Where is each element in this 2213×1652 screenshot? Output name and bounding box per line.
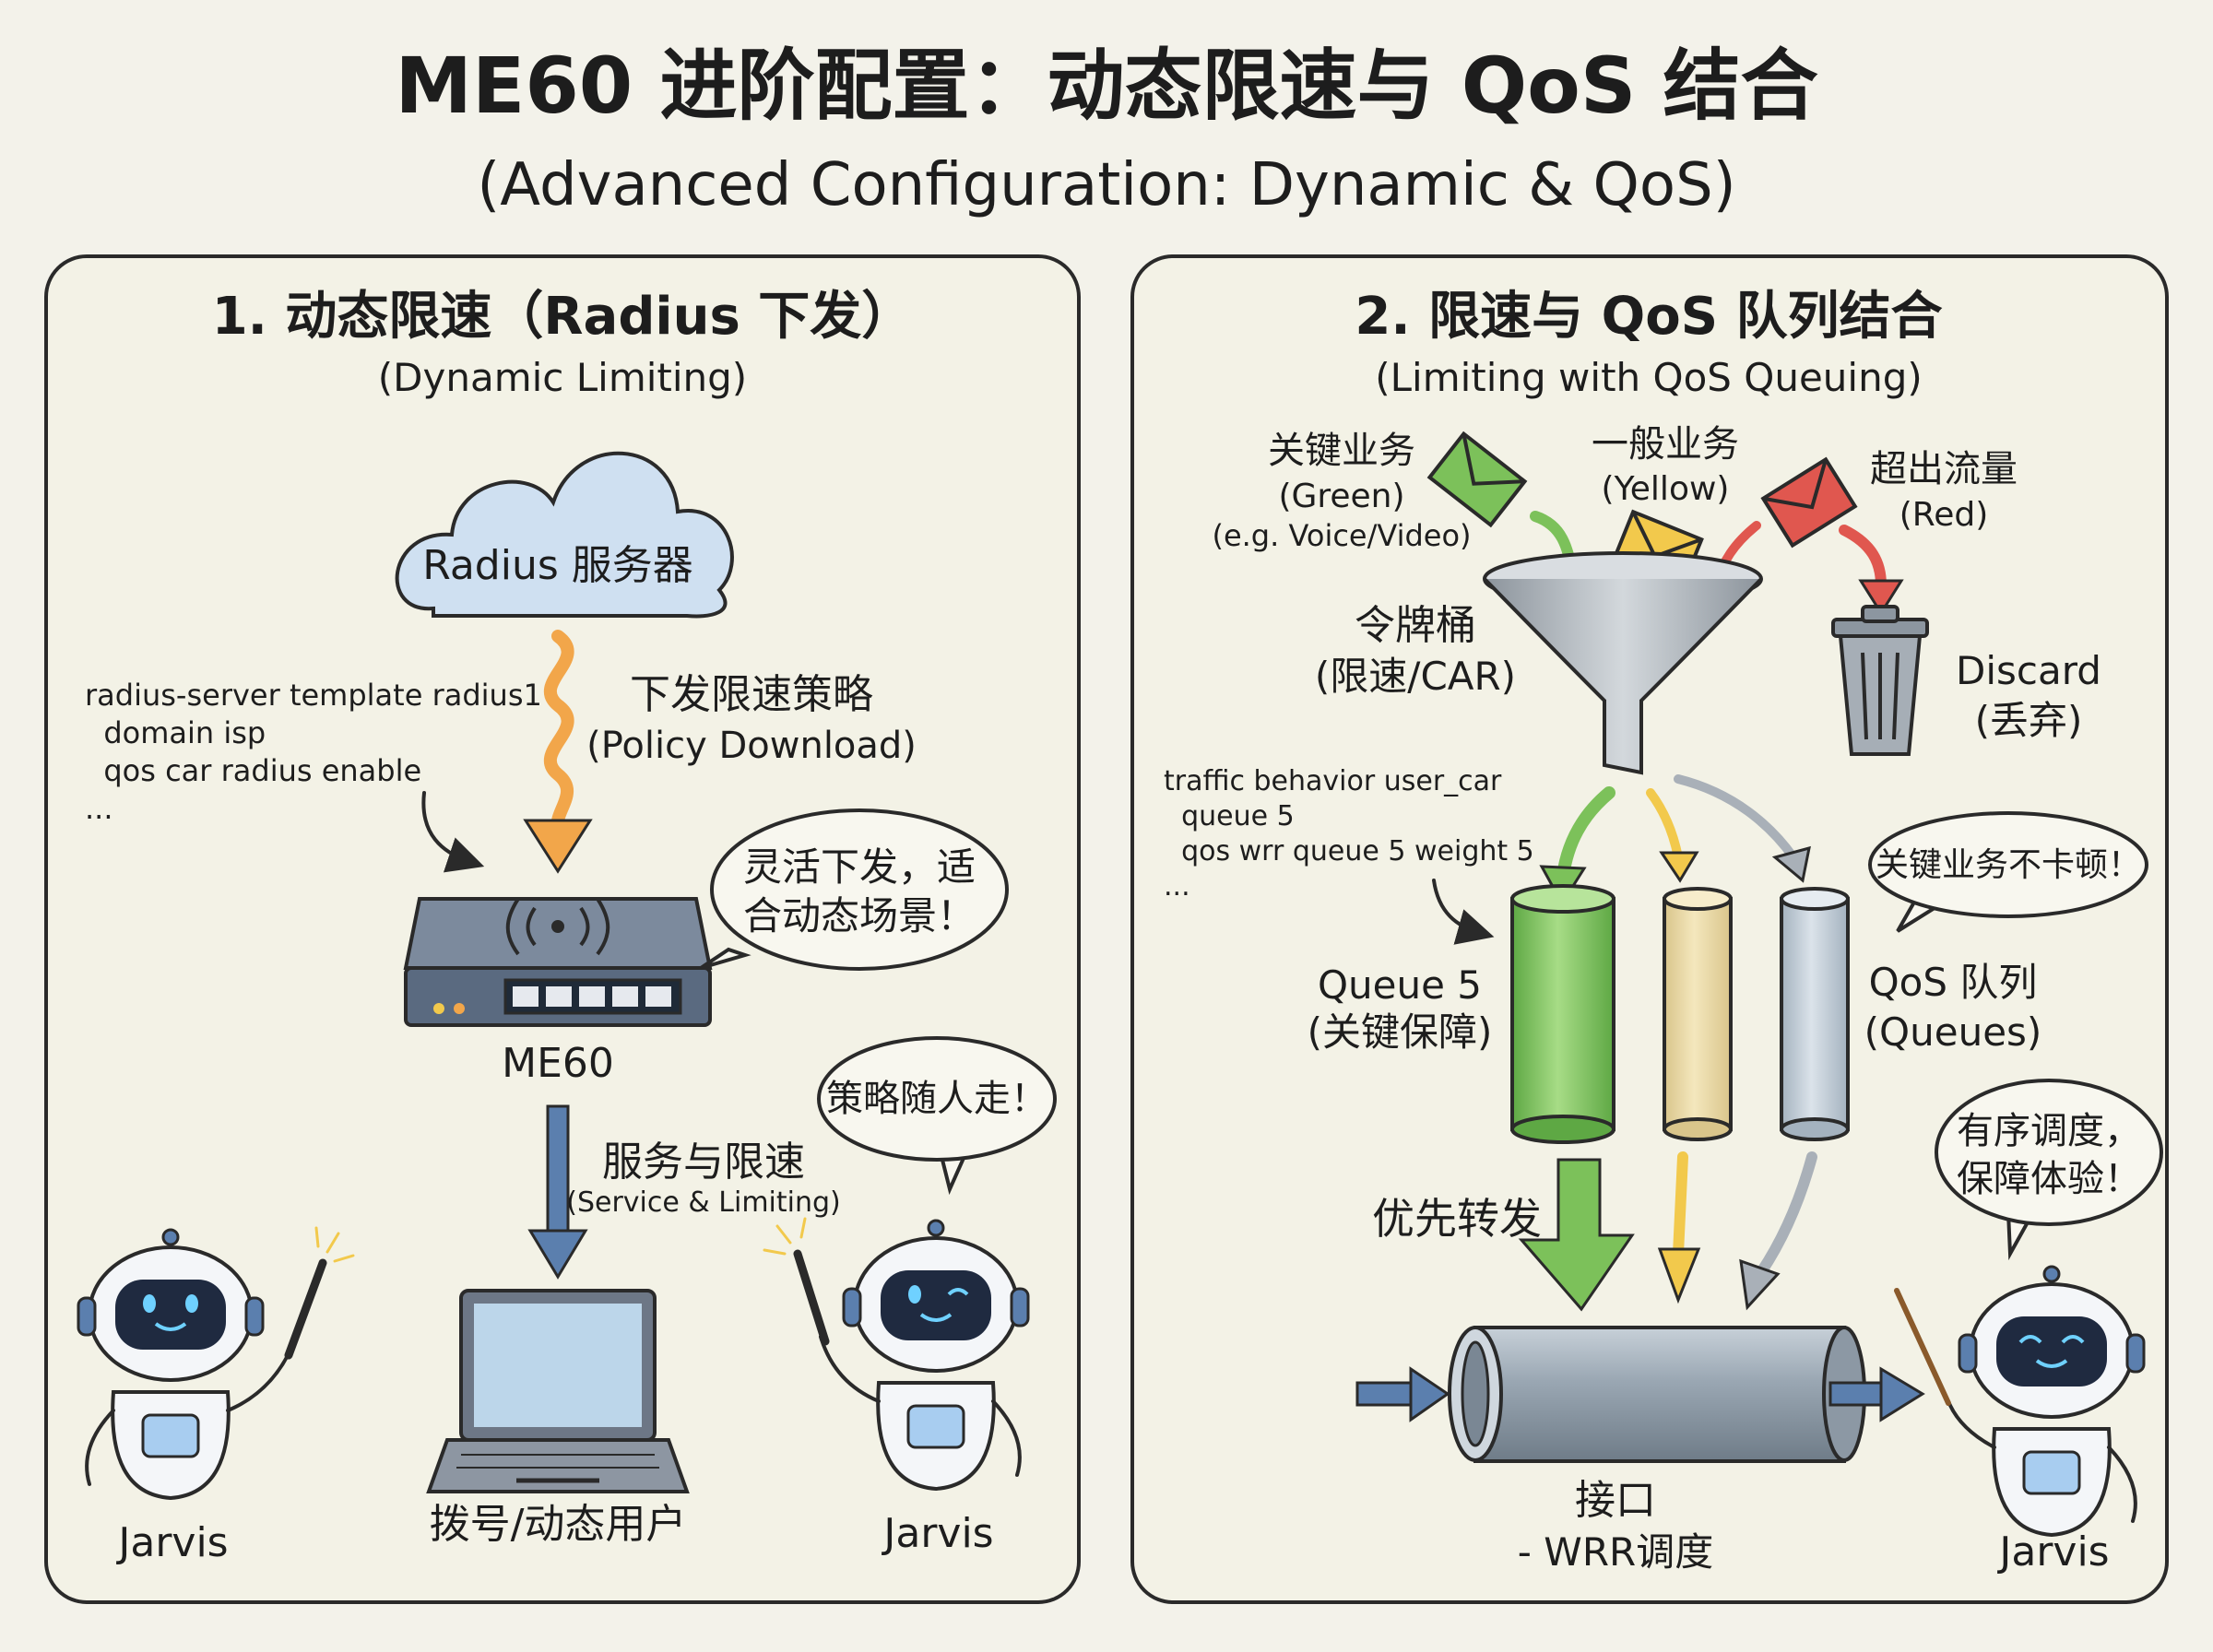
- pipe-out-arrow: [1828, 1366, 1925, 1422]
- bubble-policy-text: 策略随人走！: [826, 1078, 1047, 1120]
- policy-label-cn: 下发限速策略: [630, 671, 873, 718]
- me60-router: [403, 897, 713, 1027]
- radius-server-cloud: Radius 服务器: [395, 451, 734, 619]
- queue-yellow-cylinder: [1663, 887, 1733, 1141]
- service-label-cn: 服务与限速: [602, 1139, 805, 1186]
- discard-label-en: Discard: [1956, 648, 2101, 693]
- bubble-order-line-2: 保障体验！: [1957, 1158, 2141, 1200]
- priority-green-arrow: [1518, 1158, 1635, 1312]
- speech-bubble-order: 有序调度， 保障体验！: [1935, 1079, 2163, 1261]
- service-label-en: (Service & Limiting): [566, 1186, 841, 1219]
- right-config-line-2: queue 5: [1164, 800, 1295, 832]
- laptop-label: 拨号/动态用户: [430, 1501, 687, 1548]
- left-config-line-4: ...: [85, 791, 113, 826]
- speech-bubble-policy: 策略随人走！: [817, 1036, 1057, 1196]
- left-config-line-1: radius-server template radius1: [85, 678, 542, 713]
- yellow-traffic-label-en: (Yellow): [1602, 470, 1730, 508]
- service-arrow: [527, 1104, 588, 1280]
- queue5-label-sub: (关键保障): [1308, 1009, 1493, 1055]
- robot-right-name: Jarvis: [1996, 1528, 2109, 1575]
- bubble-no-lag-text: 关键业务不卡顿！: [1876, 846, 2141, 884]
- red-traffic-label-en: (Red): [1899, 496, 1989, 534]
- left-config-snippet: radius-server template radius1 domain is…: [85, 678, 542, 873]
- green-envelope-icon: [1426, 431, 1528, 528]
- policy-download-arrow: [523, 630, 593, 874]
- robot-jarvis-right: [1894, 1265, 2146, 1538]
- wifi-icon: [505, 897, 610, 956]
- right-config-line-4: ...: [1164, 870, 1190, 903]
- red-traffic-label-cn: 超出流量: [1870, 448, 2018, 490]
- green-out-arrow: [1556, 786, 1615, 882]
- page-subtitle: (Advanced Configuration: Dynamic & QoS): [477, 151, 1735, 219]
- interface-label: 接口: [1575, 1477, 1656, 1524]
- policy-label-en: (Policy Download): [586, 725, 917, 767]
- funnel-label-cn: 令牌桶: [1355, 602, 1476, 649]
- token-bucket-funnel: [1483, 551, 1763, 775]
- robot-middle-name: Jarvis: [881, 1510, 993, 1557]
- robot-left-name: Jarvis: [115, 1519, 228, 1566]
- right-config-line-3: qos wrr queue 5 weight 5: [1164, 835, 1534, 867]
- funnel-label-en: (限速/CAR): [1315, 654, 1516, 699]
- right-panel-heading: 2. 限速与 QoS 队列结合: [1355, 287, 1942, 347]
- queue-grey-cylinder: [1780, 887, 1850, 1141]
- left-config-line-3: qos car radius enable: [85, 753, 421, 788]
- speech-bubble-flexible: 灵活下发，适 合动态场景！: [699, 808, 1009, 971]
- bubble-order-line-1: 有序调度，: [1957, 1110, 2141, 1152]
- grey-out-arrow: [1674, 774, 1798, 862]
- interface-pipe: [1448, 1326, 1866, 1463]
- robot-jarvis-left: [77, 1226, 355, 1501]
- right-config-snippet: traffic behavior user_car queue 5 qos wr…: [1164, 765, 1534, 945]
- red-discard-arrow: [1839, 525, 1887, 591]
- interface-label-sub: - WRR调度: [1518, 1529, 1713, 1575]
- speech-bubble-no-lag: 关键业务不卡顿！: [1868, 811, 2148, 933]
- laptop-icon: [426, 1289, 690, 1493]
- green-traffic-example: (e.g. Voice/Video): [1212, 518, 1471, 553]
- red-envelope-icon: [1760, 456, 1858, 549]
- priority-yellow-arrow: [1673, 1151, 1688, 1259]
- router-label: ME60: [502, 1040, 614, 1087]
- priority-grey-arrow: [1756, 1151, 1817, 1278]
- bubble-flexible-line-2: 合动态场景！: [743, 893, 976, 938]
- green-traffic-label-cn: 关键业务: [1268, 430, 1415, 472]
- queue5-label: Queue 5: [1318, 962, 1482, 1008]
- right-config-line-1: traffic behavior user_car: [1164, 765, 1502, 797]
- priority-label: 优先转发: [1372, 1194, 1542, 1244]
- qos-queues-label-sub: (Queues): [1864, 1009, 2042, 1055]
- left-panel: 1. 动态限速（Radius 下发） (Dynamic Limiting) Ra…: [44, 254, 1081, 1604]
- left-config-line-2: domain isp: [85, 715, 266, 750]
- right-panel: 2. 限速与 QoS 队列结合 (Limiting with QoS Queui…: [1130, 254, 2169, 1604]
- page-title: ME60 进阶配置：动态限速与 QoS 结合: [395, 41, 1817, 131]
- left-panel-heading: 1. 动态限速（Radius 下发）: [212, 287, 914, 347]
- yellow-traffic-label-cn: 一般业务: [1592, 423, 1739, 466]
- cloud-label: Radius 服务器: [422, 542, 693, 589]
- trash-icon: [1831, 605, 1929, 756]
- qos-queues-label: QoS 队列: [1869, 960, 2038, 1005]
- pipe-in-arrow: [1355, 1366, 1450, 1422]
- router-ports: [503, 978, 682, 1015]
- right-panel-subheading: (Limiting with QoS Queuing): [1375, 355, 1923, 400]
- bubble-flexible-line-1: 灵活下发，适: [743, 844, 976, 890]
- yellow-out-arrow: [1646, 788, 1683, 862]
- queue-green-cylinder: [1510, 884, 1615, 1144]
- green-traffic-label-en: (Green): [1278, 478, 1404, 515]
- discard-label-cn: (丢弃): [1975, 698, 2083, 743]
- left-panel-subheading: (Dynamic Limiting): [378, 355, 747, 400]
- robot-jarvis-middle: [763, 1217, 1030, 1492]
